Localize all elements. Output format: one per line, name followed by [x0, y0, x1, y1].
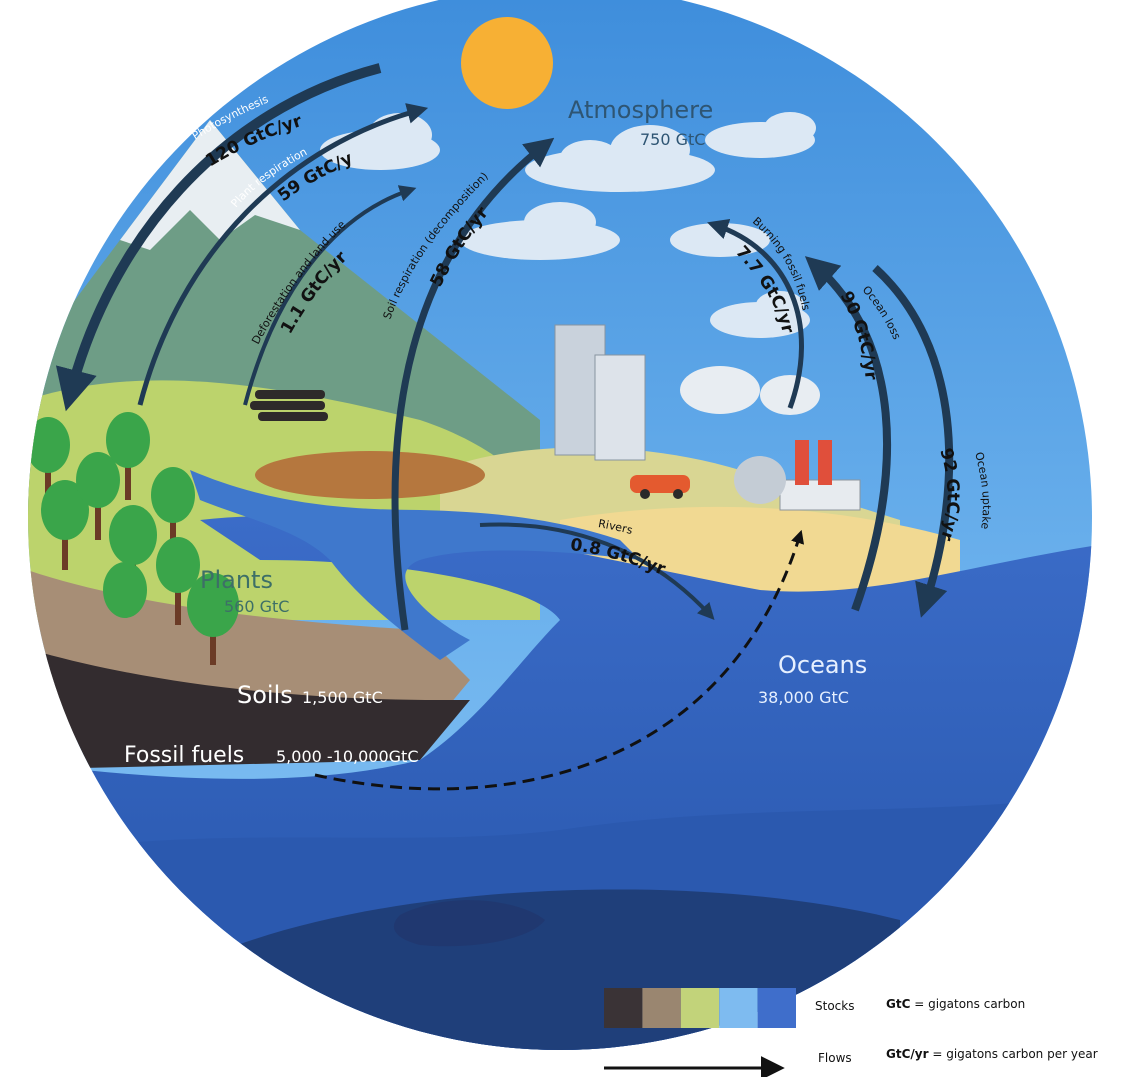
- atmosphere-value: 750 GtC: [640, 130, 705, 149]
- atmosphere-label: Atmosphere: [568, 96, 713, 124]
- legend-swatch-4: [719, 988, 758, 1028]
- legend: Stocks GtC = gigatons carbon Flows GtC/y…: [604, 988, 1098, 1077]
- legend-swatch-3: [680, 988, 720, 1028]
- crop-field: [255, 451, 485, 499]
- legend-gtcyr-definition: GtC/yr = gigatons carbon per year: [886, 1047, 1098, 1061]
- legend-gtc-def: = gigatons carbon: [910, 997, 1025, 1011]
- legend-swatches: [604, 988, 796, 1028]
- fossil-fuels-label: Fossil fuels: [124, 743, 244, 768]
- plant-respiration-arrow: [137, 103, 429, 406]
- deforestation-arrow: [243, 185, 417, 406]
- photosynthesis-arrow: [55, 63, 382, 412]
- fossil-fuel-dashed-arrow: [314, 529, 805, 791]
- legend-swatch-2: [642, 988, 681, 1028]
- legend-gtcyr-def: = gigatons carbon per year: [929, 1047, 1098, 1061]
- car-icon: [630, 475, 690, 499]
- legend-swatch-5: [757, 988, 796, 1028]
- river: [190, 470, 640, 660]
- plants-label: Plants: [200, 566, 273, 594]
- legend-gtc-definition: GtC = gigatons carbon: [886, 997, 1025, 1011]
- legend-gtc-key: GtC: [886, 997, 911, 1011]
- soils-label: Soils: [237, 681, 293, 709]
- trees: [28, 412, 239, 665]
- buildings: [554, 324, 646, 461]
- soils-value: 1,500 GtC: [302, 688, 383, 707]
- legend-gtcyr-key: GtC/yr: [886, 1047, 929, 1061]
- legend-flows-label: Flows: [818, 1051, 852, 1065]
- burning-fossil-fuels-arrow: [707, 219, 804, 409]
- soil-respiration-arrow: [391, 137, 555, 631]
- oceans-value: 38,000 GtC: [758, 688, 849, 707]
- flow-arrows: [55, 63, 954, 791]
- stock-labels: Atmosphere 750 GtC Plants 560 GtC Soils …: [124, 96, 867, 768]
- fossil-layer: [28, 640, 470, 770]
- plants-value: 560 GtC: [224, 597, 289, 616]
- factory-icon: [680, 366, 861, 511]
- legend-stocks-label: Stocks: [815, 999, 854, 1013]
- oceans-label: Oceans: [778, 651, 867, 679]
- fossil-fuels-value: 5,000 -10,000GtC: [276, 747, 419, 766]
- ocean-loss-arrow: [804, 256, 891, 612]
- sun-icon: [461, 17, 553, 109]
- legend-swatch-1: [604, 988, 643, 1028]
- logs-icon: [250, 390, 328, 421]
- snow-cap: [120, 120, 300, 250]
- ocean-uptake-arrow: [872, 265, 954, 618]
- rivers-arrow: [479, 522, 715, 620]
- whale-icon: [393, 900, 545, 947]
